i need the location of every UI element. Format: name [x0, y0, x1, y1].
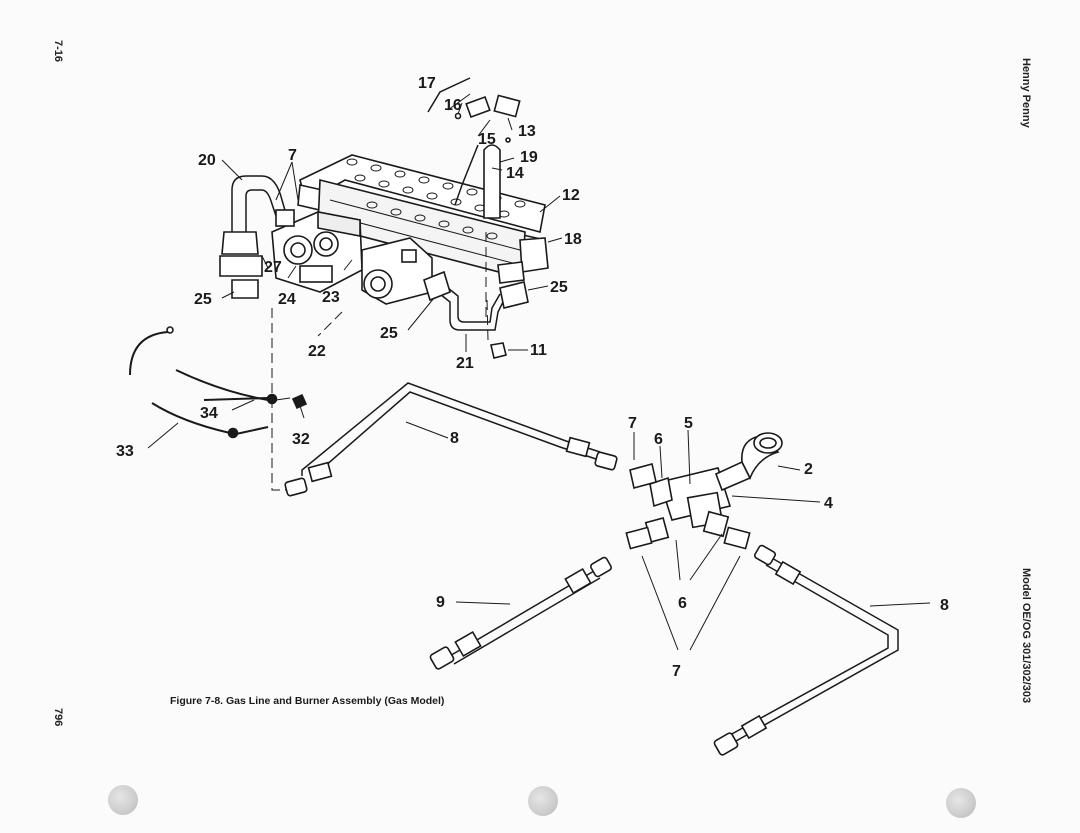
callout-27: 27: [264, 259, 282, 276]
callout-25-right: 25: [550, 279, 568, 296]
callout-34: 34: [200, 405, 218, 422]
callout-9: 9: [436, 594, 445, 611]
pipe-8-lower: [713, 544, 899, 756]
callout-15: 15: [478, 131, 496, 148]
left-gas-line: [219, 175, 295, 299]
figure-caption: Figure 7-8. Gas Line and Burner Assembly…: [170, 695, 445, 707]
pipe-8-upper: [284, 382, 618, 497]
callout-22: 22: [308, 343, 326, 360]
callout-20: 20: [198, 152, 216, 169]
callout-13: 13: [518, 123, 536, 140]
thermocouple-wires: [129, 326, 308, 439]
callout-7-lower: 7: [672, 663, 681, 680]
callout-5: 5: [684, 415, 693, 432]
callout-23: 23: [322, 289, 340, 306]
pipe-9: [429, 556, 612, 670]
cross-fitting: [625, 432, 783, 550]
callout-2: 2: [804, 461, 813, 478]
callout-24: 24: [278, 291, 296, 308]
binder-hole-right: [946, 788, 976, 818]
callout-32: 32: [292, 431, 310, 448]
callout-17: 17: [418, 75, 436, 92]
callout-19: 19: [520, 149, 538, 166]
regulator: [361, 237, 433, 305]
callout-25-mid: 25: [380, 325, 398, 342]
callout-14: 14: [506, 165, 524, 182]
callout-4: 4: [824, 495, 833, 512]
callout-16: 16: [444, 97, 462, 114]
callout-7-upper: 7: [288, 147, 297, 164]
pipe-21: [423, 270, 529, 331]
callout-labels: 17 16 15 13 19 14 20 7 12 18 27 25 24 23…: [116, 75, 949, 680]
leader-lines: [147, 93, 931, 651]
callout-11: 11: [530, 342, 547, 359]
callout-18: 18: [564, 231, 582, 248]
callout-6-upper: 6: [654, 431, 663, 448]
pilot-parts: [427, 77, 521, 219]
gas-valve: [271, 211, 363, 293]
burner-assembly: [297, 154, 549, 284]
callout-12: 12: [562, 187, 580, 204]
binder-hole-center: [528, 786, 558, 816]
callout-8-upper: 8: [450, 430, 459, 447]
orifice-11: [490, 342, 507, 359]
callout-21: 21: [456, 355, 474, 372]
binder-hole-left: [108, 785, 138, 815]
callout-6-lower: 6: [678, 595, 687, 612]
callout-8-lower: 8: [940, 597, 949, 614]
callout-25-left: 25: [194, 291, 212, 308]
callout-7-mid: 7: [628, 415, 637, 432]
callout-33: 33: [116, 443, 134, 460]
